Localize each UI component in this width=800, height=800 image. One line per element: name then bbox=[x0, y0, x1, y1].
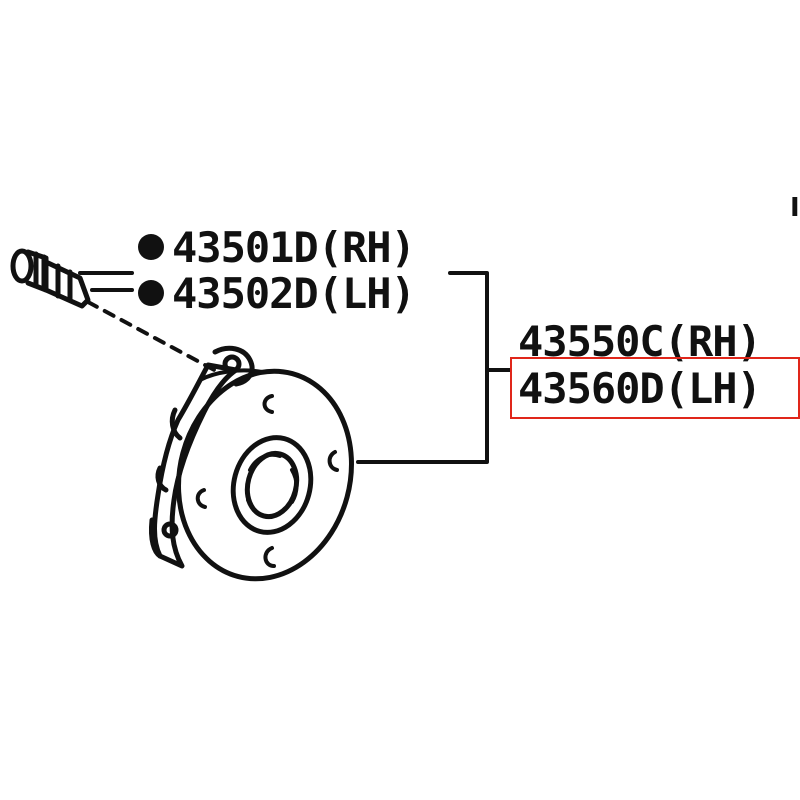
hub-bearing-assembly-icon bbox=[149, 345, 354, 582]
highlight-box bbox=[510, 357, 800, 419]
part-label-43501d-rh: 43501D(RH) bbox=[172, 223, 416, 272]
bullet-dot-lh bbox=[138, 280, 164, 306]
leader-lines bbox=[78, 271, 512, 464]
part-label-43502d-lh: 43502D(LH) bbox=[172, 269, 416, 318]
bullet-dot-rh bbox=[138, 234, 164, 260]
part-label-43560d-lh: 43560D(LH) bbox=[518, 364, 762, 413]
part-label-43550c-rh: 43550C(RH) bbox=[518, 317, 762, 366]
edge-fragment-text: I bbox=[790, 193, 800, 223]
assembly-dashed-line bbox=[86, 300, 220, 374]
wheel-stud-icon bbox=[10, 248, 91, 309]
